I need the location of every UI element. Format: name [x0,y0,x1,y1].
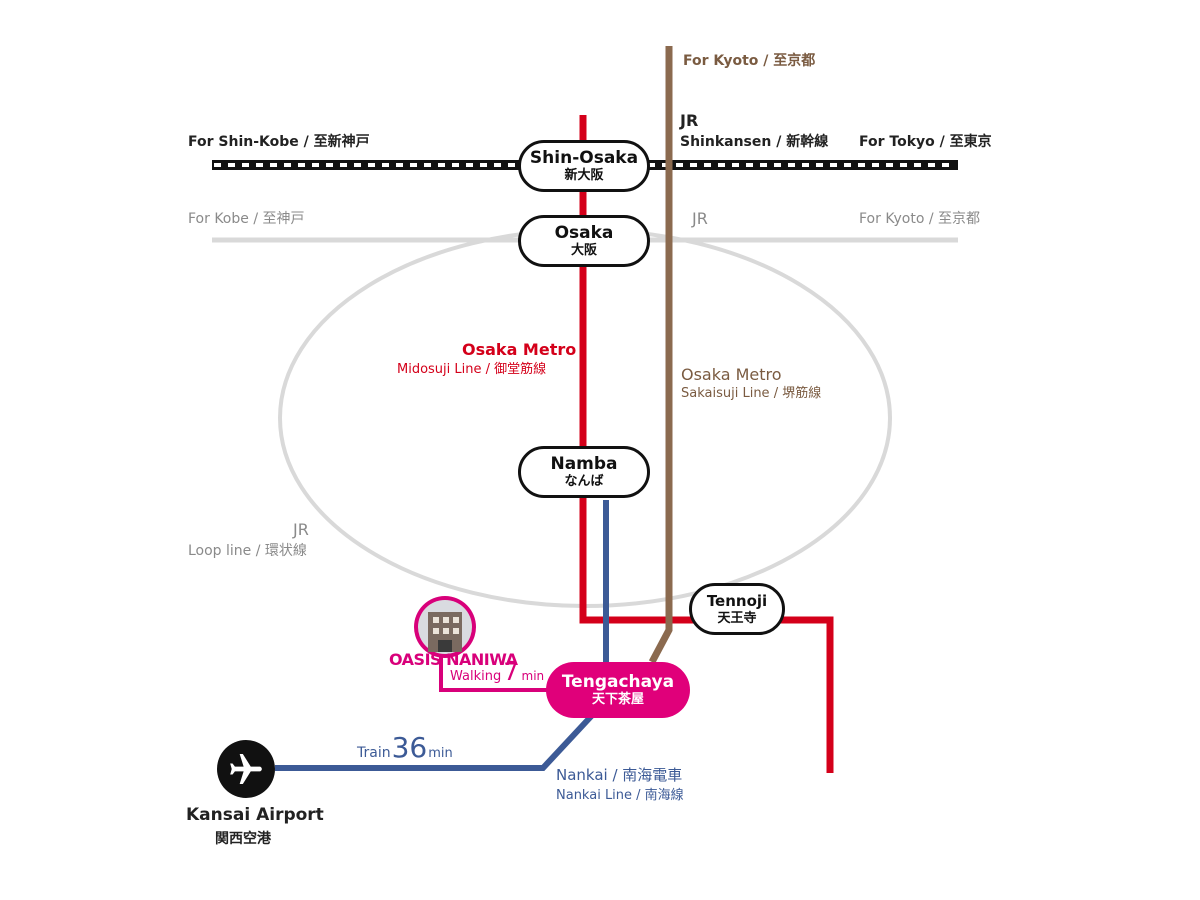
station-tennoji[interactable]: Tennoji 天王寺 [689,583,785,635]
train-label: Train [357,745,391,761]
nankai-company-label: Nankai / 南海電車 [556,766,683,784]
train-time: Train 36 min [357,731,453,764]
station-name-jp: 天下茶屋 [591,691,644,707]
for-shinkobe-label: For Shin-Kobe / 至新神戸 [188,134,370,150]
loop-line-label: Loop line / 環状線 [188,543,307,559]
midosuji-line-label: Midosuji Line / 御堂筋線 [397,362,547,377]
walking-time: Walking 7 min [450,658,544,686]
for-kobe-label: For Kobe / 至神戸 [188,211,305,227]
station-shin-osaka[interactable]: Shin-Osaka 新大阪 [518,140,650,192]
station-name-en: Tennoji [706,591,768,610]
nankai-line-label: Nankai Line / 南海線 [556,788,684,803]
sakaisuji-line [648,46,673,664]
walking-minutes: 7 [503,658,519,686]
for-kyoto-sakaisuji-label: For Kyoto / 至京都 [683,53,816,69]
loop-jr-label: JR [293,520,309,539]
station-name-en: Namba [550,453,618,474]
hotel-photo-icon[interactable] [414,596,476,658]
shinkansen-name-label: Shinkansen / 新幹線 [680,134,829,150]
walking-label: Walking [450,669,502,684]
hotel-name: OASIS NANIWA [389,650,518,669]
for-tokyo-label: For Tokyo / 至東京 [859,134,992,150]
midosuji-company-label: Osaka Metro [462,340,577,359]
train-unit: min [428,746,453,761]
jr-line-label: JR [692,209,708,228]
shinkansen-jr-label: JR [680,111,699,130]
station-name-jp: 新大阪 [564,167,604,183]
station-name-jp: 大阪 [570,242,597,258]
airplane-icon[interactable] [217,740,275,798]
station-tengachaya[interactable]: Tengachaya 天下茶屋 [546,662,690,718]
station-name-jp: なんば [564,473,604,489]
station-name-en: Osaka [554,222,614,243]
sakaisuji-line-label: Sakaisuji Line / 堺筋線 [681,386,822,401]
station-osaka[interactable]: Osaka 大阪 [518,215,650,267]
station-kansai-airport-jp: 関西空港 [215,831,271,847]
station-namba[interactable]: Namba なんば [518,446,650,498]
station-name-jp: 天王寺 [717,610,757,626]
train-minutes: 36 [391,731,428,764]
nankai-airport-line [275,707,600,771]
station-kansai-airport-en: Kansai Airport [186,805,324,825]
walking-route [439,655,547,692]
station-name-en: Shin-Osaka [529,147,639,168]
walking-unit: min [521,669,545,683]
for-kyoto-jr-label: For Kyoto / 至京都 [859,211,981,227]
station-name-en: Tengachaya [561,671,675,692]
sakaisuji-company-label: Osaka Metro [681,365,782,384]
